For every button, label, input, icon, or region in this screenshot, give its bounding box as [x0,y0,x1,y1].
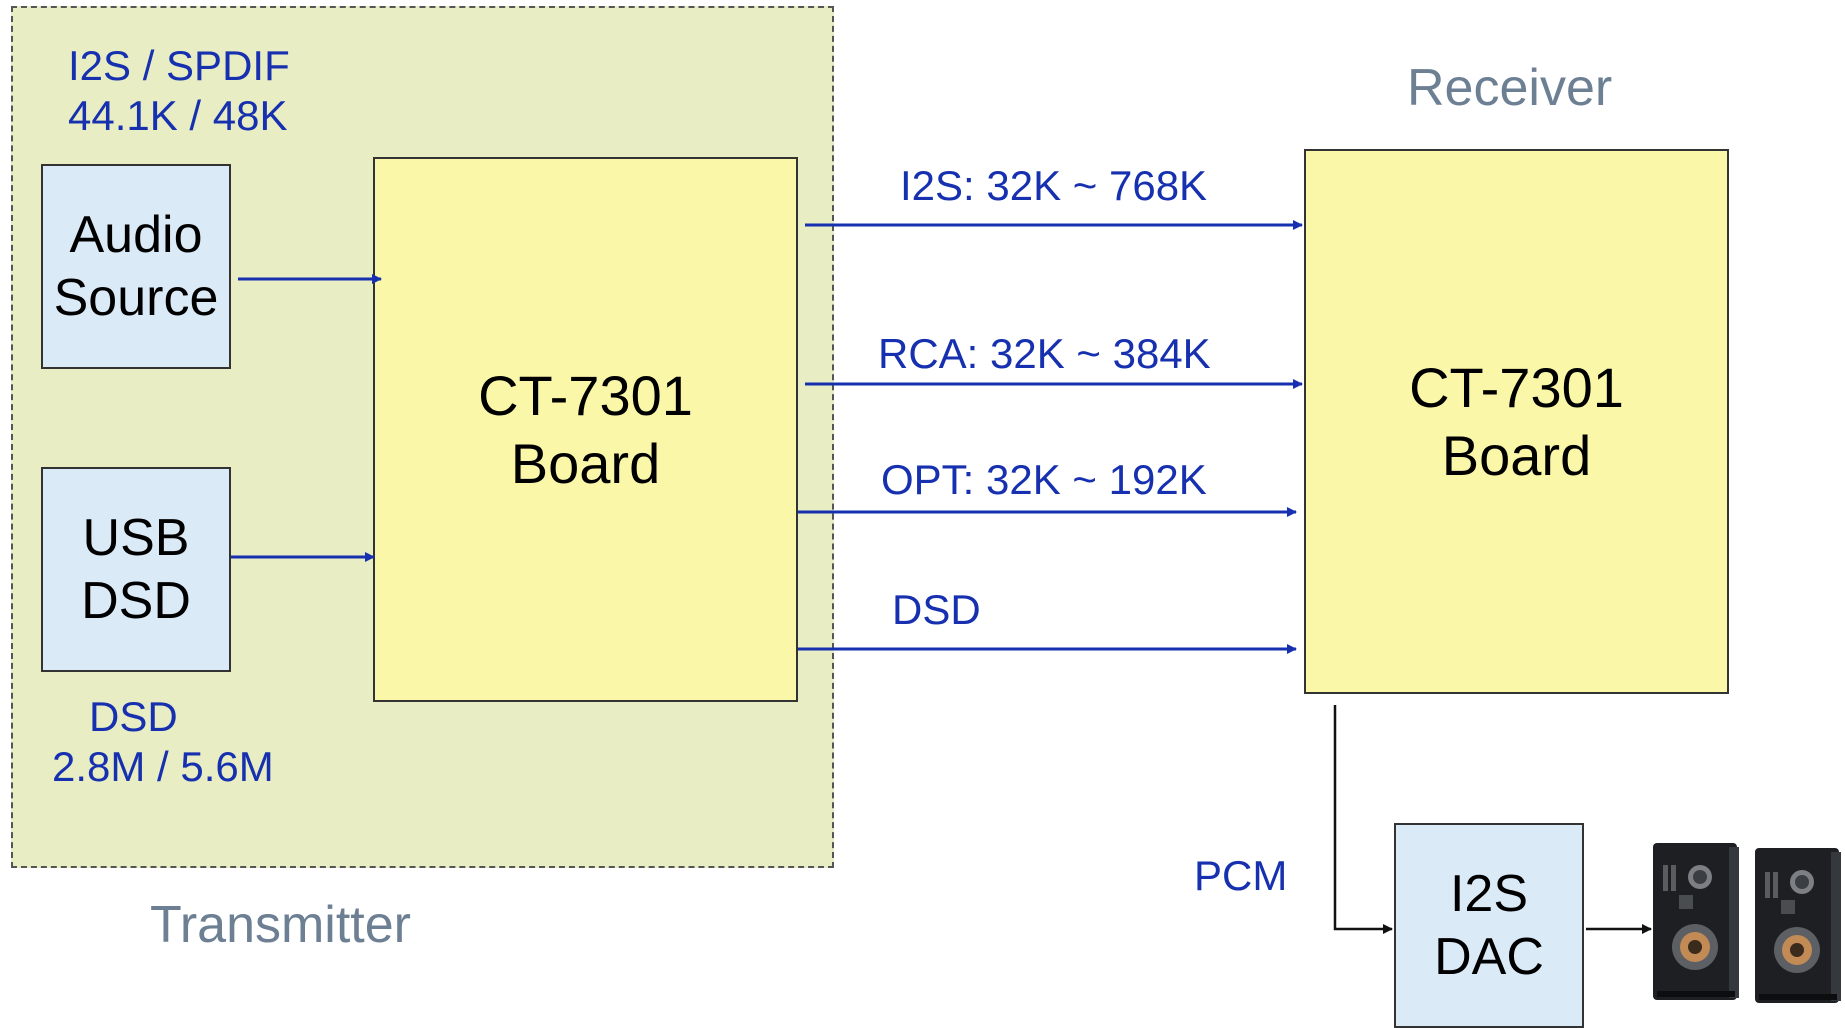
speaker-icon [1653,843,1743,1003]
arrow-pcm-to-dac [1335,705,1392,929]
speaker-icon [1755,848,1845,1008]
